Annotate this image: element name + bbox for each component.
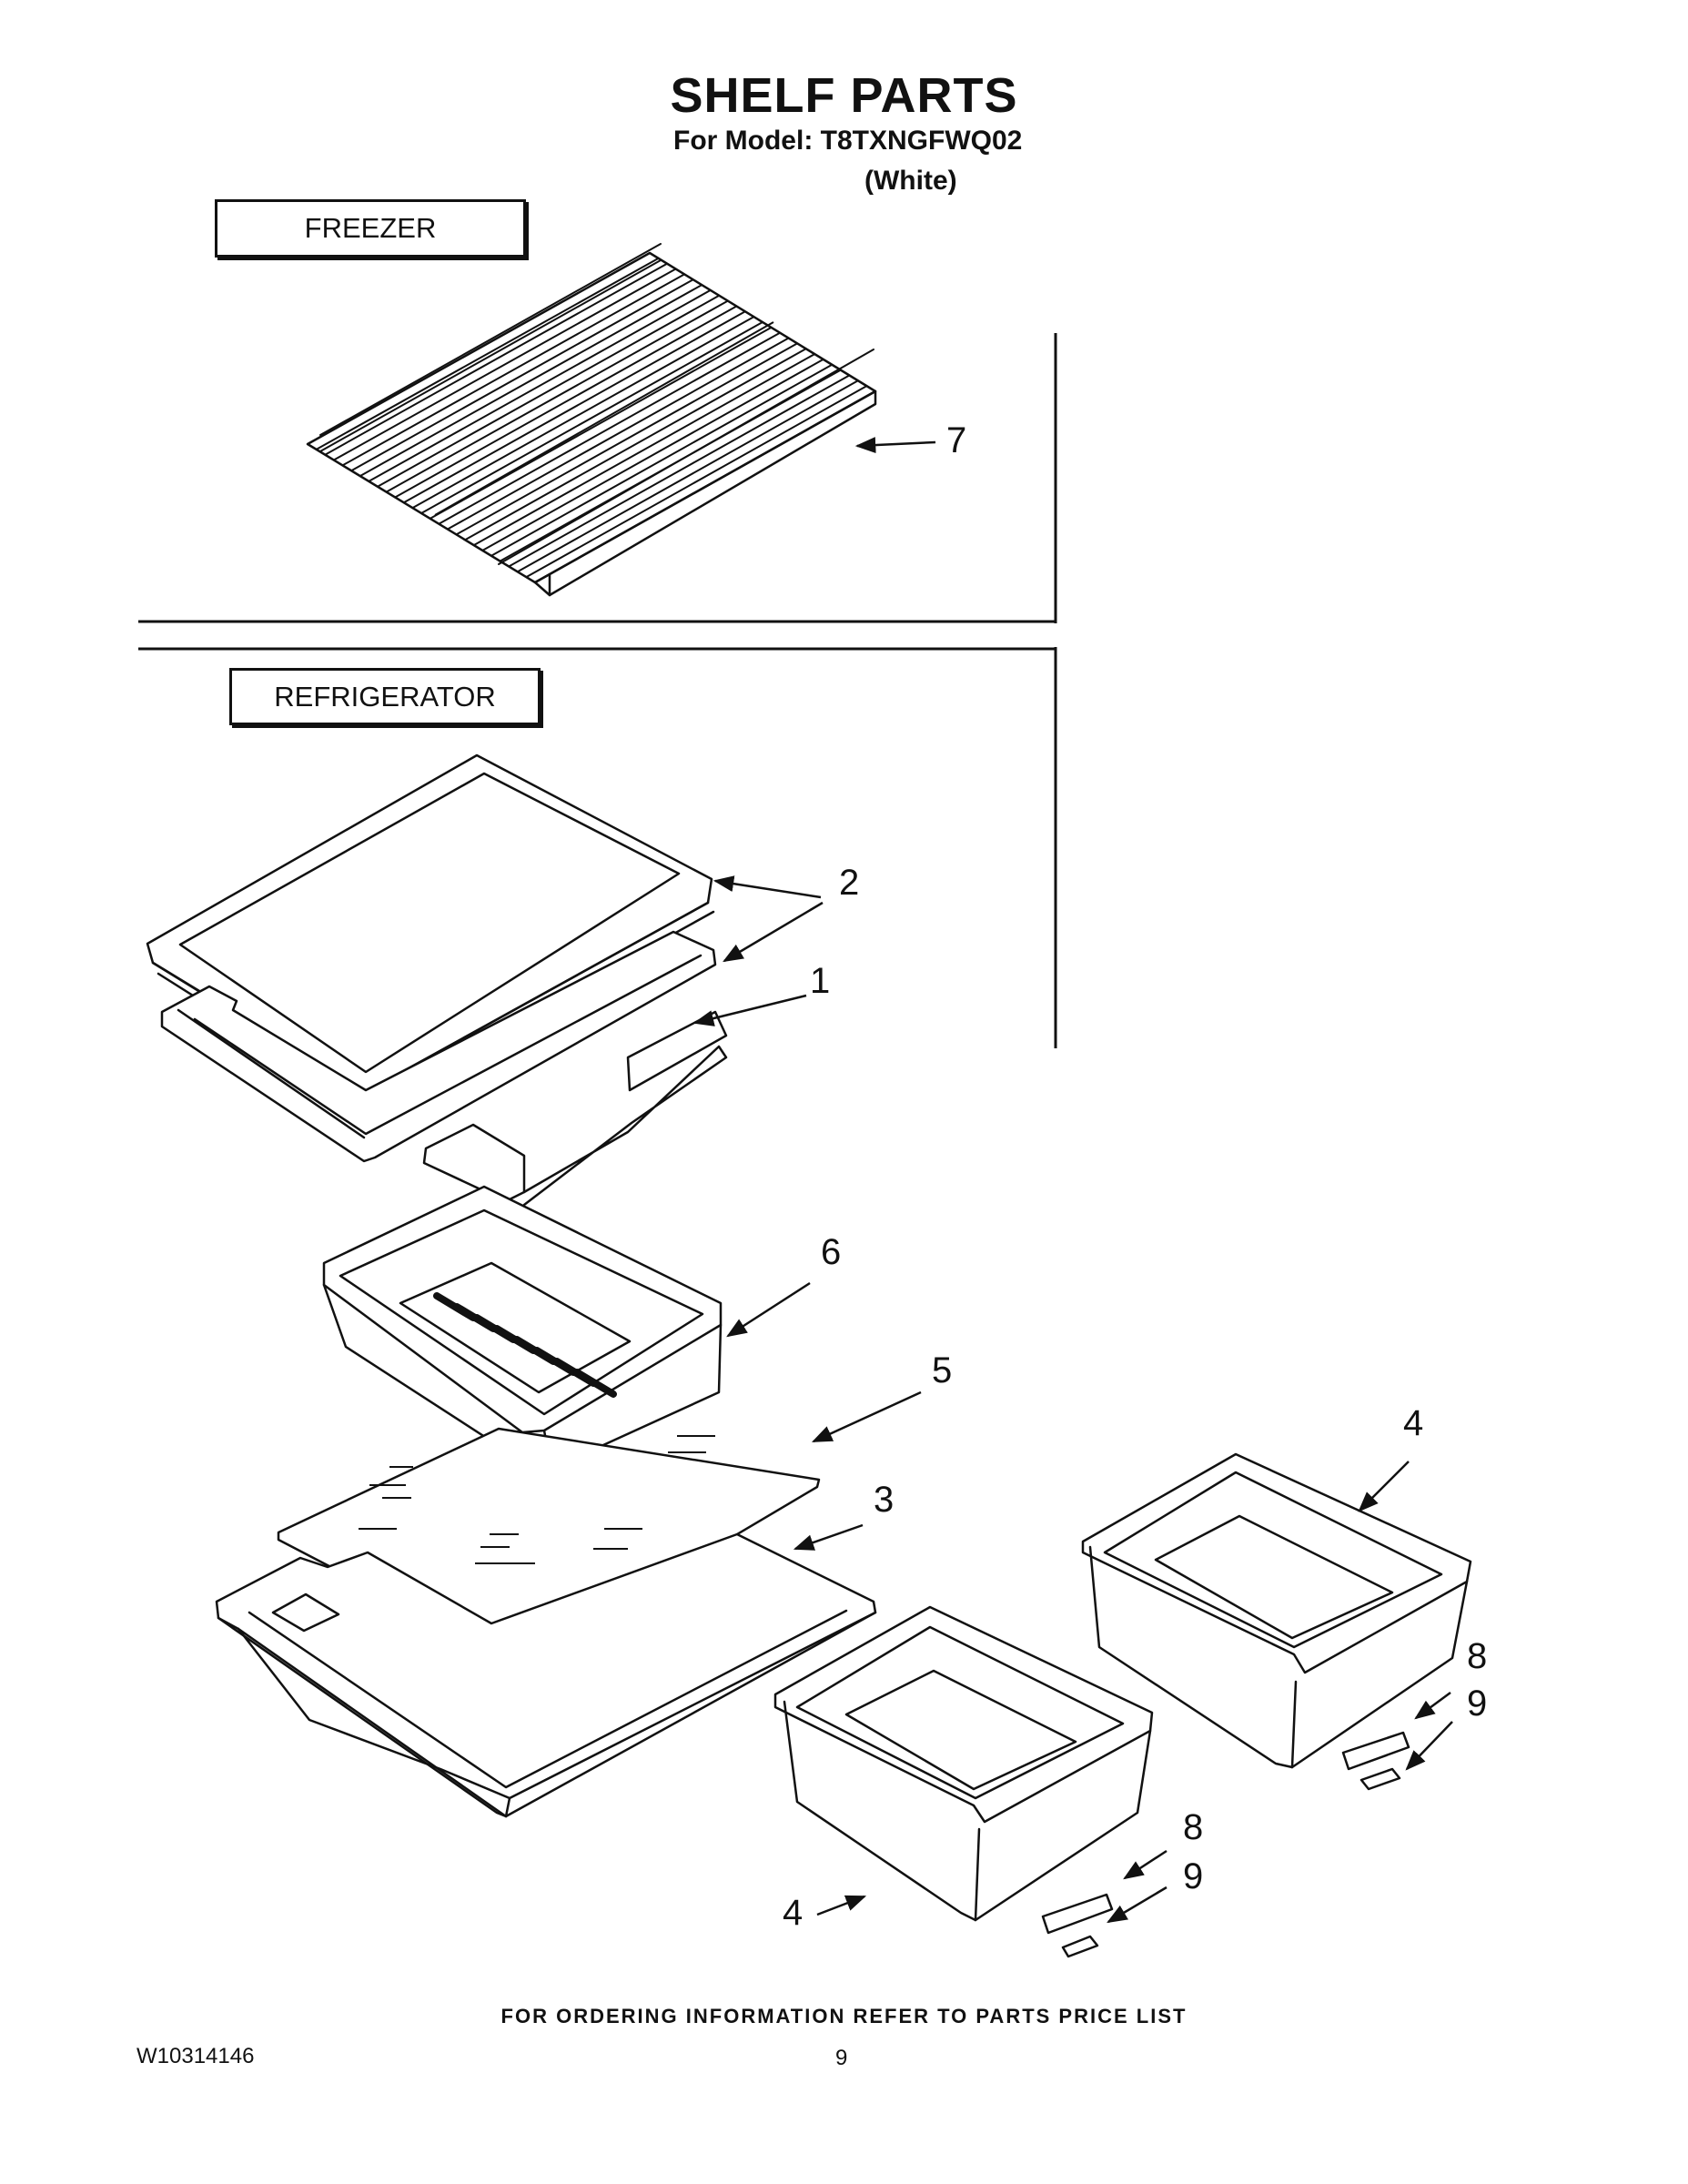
crisper-label-front	[1041, 1893, 1114, 1935]
model-number: For Model: T8TXNGFWQ02	[673, 126, 1023, 156]
callout-1: 1	[810, 961, 831, 1001]
callout-8-front: 8	[1183, 1807, 1204, 1847]
callout-4-right: 4	[1403, 1403, 1424, 1443]
callout-8-right: 8	[1467, 1636, 1488, 1676]
model-variant: (White)	[864, 166, 957, 196]
crisper-drawer-front	[773, 1605, 1154, 1922]
callout-3: 3	[874, 1480, 895, 1520]
deli-drawer	[322, 1185, 723, 1472]
leader-lines	[692, 437, 1453, 1924]
callout-5: 5	[932, 1350, 953, 1390]
ordering-note: FOR ORDERING INFORMATION REFER TO PARTS …	[500, 2005, 1188, 2027]
refrigerator-section-label: REFRIGERATOR	[229, 668, 541, 725]
crisper-clip-right	[1359, 1767, 1401, 1791]
crisper-drawer-right	[1081, 1452, 1472, 1769]
callout-9-right: 9	[1467, 1684, 1488, 1724]
crisper-label-right	[1341, 1731, 1410, 1771]
drawer-support-bracket	[422, 1045, 728, 1207]
refrigerator-frame	[138, 647, 1057, 1048]
callout-2: 2	[839, 863, 860, 903]
page-number: 9	[835, 2046, 848, 2070]
freezer-frame	[138, 333, 1057, 623]
callout-6: 6	[821, 1232, 842, 1272]
callout-7: 7	[946, 420, 967, 460]
crisper-clip-front	[1061, 1935, 1099, 1958]
callout-9-front: 9	[1183, 1856, 1204, 1896]
freezer-wire-shelf	[306, 243, 877, 597]
freezer-section-label: FREEZER	[215, 199, 526, 258]
crisper-cover-frame	[215, 1532, 877, 1818]
document-number: W10314146	[136, 2044, 255, 2068]
page-title: SHELF PARTS	[670, 68, 1018, 123]
shelf-frame	[160, 930, 728, 1163]
callout-4-front: 4	[783, 1893, 804, 1933]
